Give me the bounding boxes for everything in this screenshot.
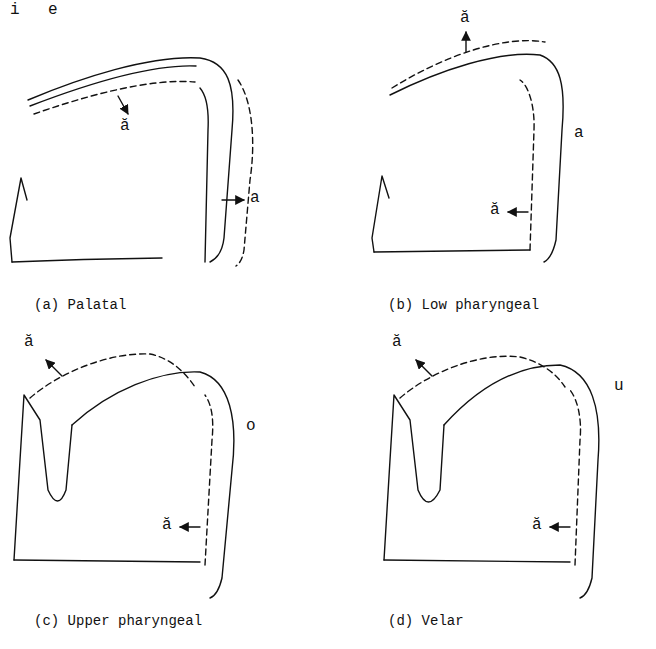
vowel-label: a bbox=[574, 125, 584, 143]
vowel-label: ă bbox=[120, 118, 130, 136]
vowel-label: ă bbox=[490, 202, 500, 220]
vowel-label: ă bbox=[162, 517, 172, 535]
vowel-label: o bbox=[246, 418, 256, 436]
panel-caption: (c) Upper pharyngeal bbox=[34, 614, 202, 629]
panel-caption: (a) Palatal bbox=[34, 298, 126, 313]
panel-caption: (b) Low pharyngeal bbox=[388, 298, 539, 313]
vowel-label: u bbox=[614, 378, 624, 396]
palatal-tract bbox=[10, 58, 253, 266]
vowel-label: i bbox=[10, 2, 20, 20]
vowel-label: e bbox=[48, 2, 58, 20]
vowel-label: a bbox=[250, 190, 260, 208]
vowel-label: ă bbox=[24, 334, 34, 352]
vowel-label: ă bbox=[392, 334, 402, 352]
vowel-label: ă bbox=[460, 10, 470, 28]
velar-tract bbox=[384, 356, 599, 598]
upper-pharyngeal-tract bbox=[14, 354, 234, 598]
panel-caption: (d) Velar bbox=[388, 614, 464, 629]
low-pharyngeal-tract bbox=[372, 32, 563, 262]
vowel-label: ă bbox=[532, 517, 542, 535]
